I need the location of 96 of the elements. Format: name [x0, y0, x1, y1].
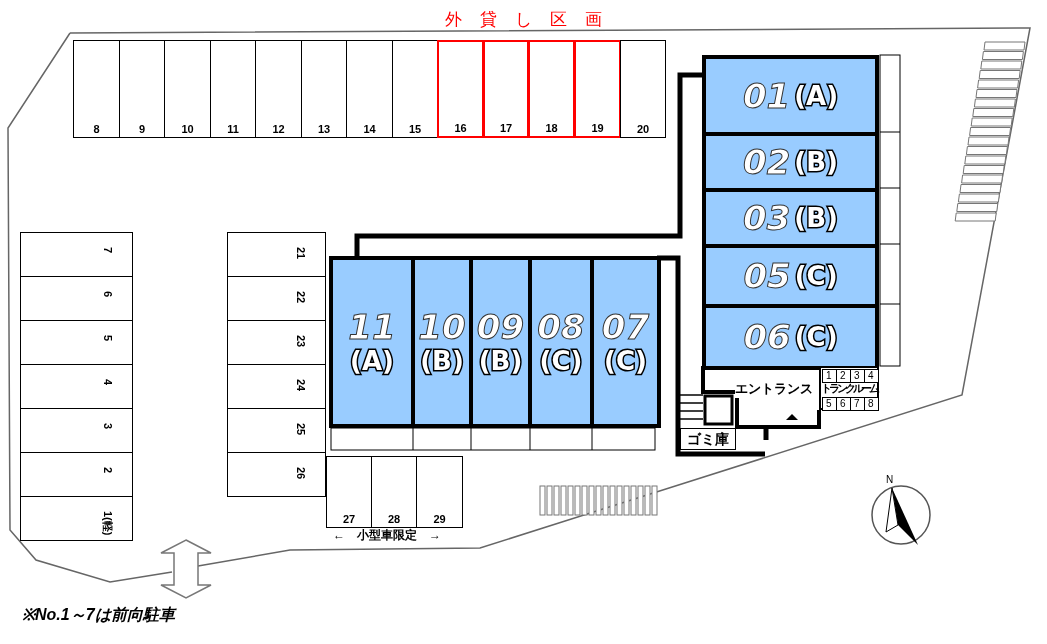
unit-type: (C): [794, 261, 838, 291]
parking-space: [620, 40, 666, 138]
parking-space: [227, 320, 326, 365]
unit-number: 10: [418, 308, 466, 346]
parking-space: [20, 496, 133, 541]
unit-number: 02: [743, 143, 791, 181]
locker-number: 7: [854, 398, 860, 410]
parking-space: [227, 276, 326, 321]
locker-number: 3: [854, 370, 860, 382]
unit-type: (C): [604, 346, 647, 376]
space-number: 21: [295, 247, 307, 260]
space-number: 6: [102, 291, 114, 298]
parking-space: [73, 40, 120, 138]
space-number: 14: [363, 123, 376, 135]
parking-space: [574, 40, 621, 138]
parking-space: [326, 456, 372, 528]
unit-number: 11: [348, 308, 396, 346]
space-number: 24: [295, 379, 307, 392]
space-number: 23: [295, 335, 307, 348]
space-number: 4: [102, 379, 114, 386]
section-heading: 外貸し区画: [445, 9, 620, 31]
locker-number: 5: [826, 398, 832, 410]
parking-space: [20, 364, 133, 409]
parking-space: [483, 40, 529, 138]
space-number: 3: [102, 423, 114, 430]
space-number: 17: [499, 122, 513, 134]
unit-type: (B): [794, 203, 838, 233]
parking-space: [346, 40, 393, 138]
unit-type: (C): [539, 346, 583, 376]
space-number: 2: [102, 467, 114, 474]
space-number: 11: [227, 123, 239, 135]
parking-space: [164, 40, 211, 138]
locker-number: 2: [840, 370, 846, 382]
space-number: 16: [454, 122, 467, 134]
space-number: 18: [545, 122, 558, 134]
space-number: 9: [138, 123, 146, 135]
parking-space: [227, 452, 326, 497]
space-number: 1(軽): [102, 511, 114, 536]
parking-space: [20, 276, 133, 321]
space-number: 22: [295, 291, 307, 304]
space-number: 13: [317, 123, 331, 135]
unit-number: 05: [743, 257, 791, 295]
locker-number: 1: [826, 370, 832, 382]
parking-space: [416, 456, 463, 528]
parking-space: [20, 320, 133, 365]
area-note: ← 小型車限定 →: [333, 527, 441, 544]
space-number: 25: [295, 423, 307, 436]
locker-number: 6: [840, 398, 846, 410]
parking-space: [392, 40, 438, 138]
parking-space: [119, 40, 165, 138]
space-number: 7: [102, 247, 114, 254]
storage-room: [680, 428, 736, 450]
space-number: 15: [408, 123, 422, 135]
locker-number: 8: [868, 398, 874, 410]
unit-number: 03: [743, 199, 791, 237]
unit-type: (B): [794, 147, 838, 177]
unit-type: (B): [478, 346, 523, 376]
unit-type: (A): [794, 80, 839, 111]
unit-type: (C): [794, 322, 838, 352]
unit-number: 06: [743, 318, 791, 356]
parking-space: [301, 40, 347, 138]
space-number: 19: [591, 122, 604, 134]
unit-number: 07: [601, 308, 650, 346]
parking-space: [227, 232, 326, 277]
unit-number: 09: [476, 308, 525, 346]
note-text: ※No.1～7は前向駐車: [22, 605, 175, 625]
unit-type: (A): [350, 346, 394, 376]
space-number: 10: [181, 123, 194, 135]
space-number: 29: [433, 513, 446, 525]
parking-space: [210, 40, 256, 138]
area-label: エントランス: [735, 380, 813, 398]
storage-room: [819, 366, 879, 410]
room-label: ゴミ庫: [687, 431, 729, 449]
space-number: 27: [342, 513, 356, 525]
parking-space: [437, 40, 484, 138]
unit-number: 08: [537, 308, 585, 346]
locker-number: 4: [868, 370, 874, 382]
locker-cell: [864, 369, 879, 383]
space-number: 5: [102, 335, 114, 342]
parking-space: [20, 408, 133, 453]
parking-space: [371, 456, 417, 528]
space-number: 20: [636, 123, 650, 135]
unit-number: 01: [742, 76, 791, 115]
parking-space: [255, 40, 302, 138]
unit-type: (B): [420, 346, 464, 376]
locker-cell: [864, 397, 879, 411]
space-number: 12: [272, 123, 285, 135]
parking-space: [20, 452, 133, 497]
north-label: N: [886, 474, 894, 485]
parking-space: [528, 40, 575, 138]
parking-space: [20, 232, 133, 277]
space-number: 28: [387, 513, 401, 525]
parking-space: [227, 408, 326, 453]
space-number: 8: [93, 123, 100, 135]
space-number: 26: [295, 467, 307, 480]
parking-space: [227, 364, 326, 409]
